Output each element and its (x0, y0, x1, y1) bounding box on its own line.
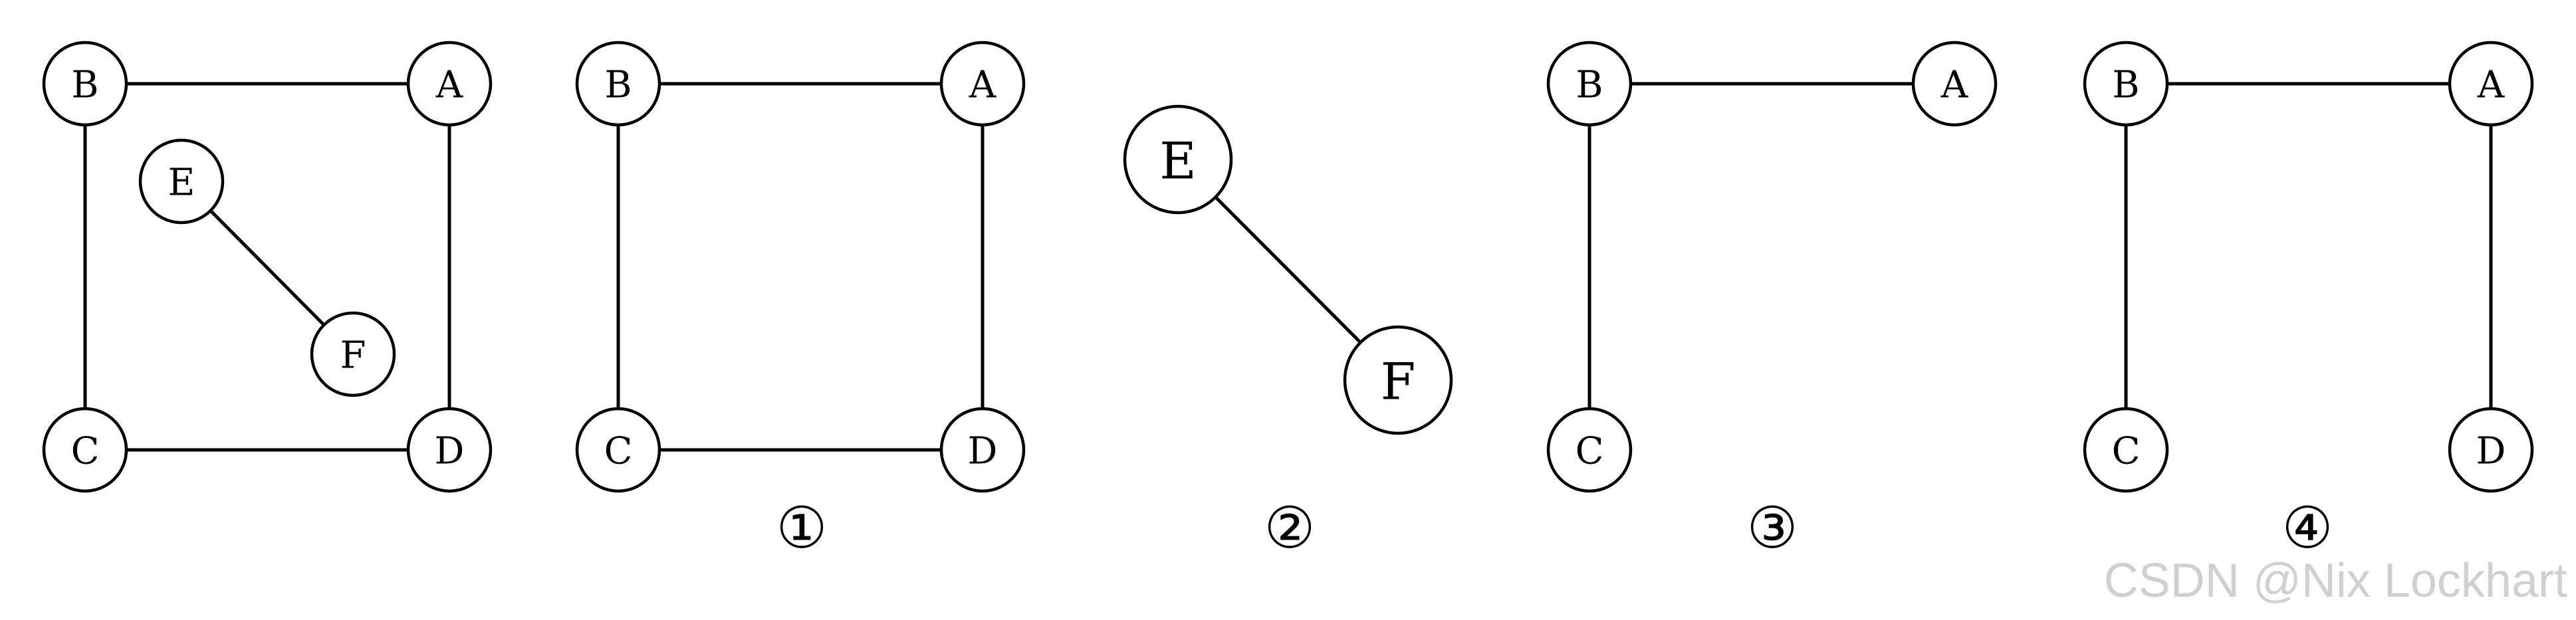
node-label: C (604, 430, 633, 473)
node-circle (1546, 407, 1633, 493)
watermark-text: CSDN @Nix Lockhart (2104, 554, 2567, 607)
graph-caption: ② (1264, 495, 1315, 562)
node-A: A (1911, 41, 1998, 127)
node-label: C (1576, 430, 1604, 473)
node-label: A (969, 64, 996, 107)
node-label: B (2112, 64, 2139, 107)
node-B: B (1546, 41, 1633, 127)
node-label: F (340, 334, 366, 377)
node-circle (406, 41, 493, 127)
node-label: C (2112, 430, 2141, 473)
node-label: A (1940, 64, 1968, 107)
edges-layer (83, 82, 2493, 452)
node-circle (1123, 104, 1233, 215)
node-B: B (2083, 41, 2169, 127)
node-E: E (138, 138, 225, 225)
node-E: E (1123, 104, 1233, 215)
node-D: D (939, 407, 1026, 493)
node-circle (310, 311, 396, 397)
node-circle (2083, 407, 2169, 493)
node-label: D (2476, 430, 2506, 473)
node-C: C (1546, 407, 1633, 493)
node-circle (138, 138, 225, 225)
node-circle (42, 407, 128, 493)
node-label: D (968, 430, 998, 473)
nodes-layer: B A E F C D B A C D E F B A C B A C D (42, 41, 2534, 493)
node-D: D (2448, 407, 2534, 493)
graph-caption: ① (776, 495, 827, 562)
node-label: E (1159, 132, 1196, 191)
node-label: E (168, 161, 195, 205)
node-circle (2083, 41, 2169, 127)
node-B: B (575, 41, 661, 127)
node-label: D (435, 430, 465, 473)
node-label: B (71, 64, 98, 107)
node-circle (1911, 41, 1998, 127)
node-circle (2448, 41, 2534, 127)
node-A: A (939, 41, 1026, 127)
captions-layer: ① ② ③ ④ (776, 495, 2333, 562)
node-circle (1546, 41, 1633, 127)
node-label: B (604, 64, 632, 107)
node-C: C (575, 407, 661, 493)
node-circle (406, 407, 493, 493)
node-circle (939, 41, 1026, 127)
node-label: B (1576, 64, 1603, 107)
node-label: C (71, 430, 100, 473)
node-circle (2448, 407, 2534, 493)
node-circle (42, 41, 128, 127)
node-label: F (1381, 352, 1416, 411)
node-circle (575, 41, 661, 127)
node-C: C (2083, 407, 2169, 493)
node-circle (575, 407, 661, 493)
node-label: A (2477, 64, 2505, 107)
node-C: C (42, 407, 128, 493)
node-label: A (435, 64, 463, 107)
node-circle (939, 407, 1026, 493)
node-A: A (2448, 41, 2534, 127)
node-F: F (310, 311, 396, 397)
node-D: D (406, 407, 493, 493)
node-circle (1343, 325, 1453, 435)
node-B: B (42, 41, 128, 127)
node-A: A (406, 41, 493, 127)
graph-caption: ④ (2282, 495, 2333, 562)
node-F: F (1343, 325, 1453, 435)
graph-caption: ③ (1746, 495, 1798, 562)
